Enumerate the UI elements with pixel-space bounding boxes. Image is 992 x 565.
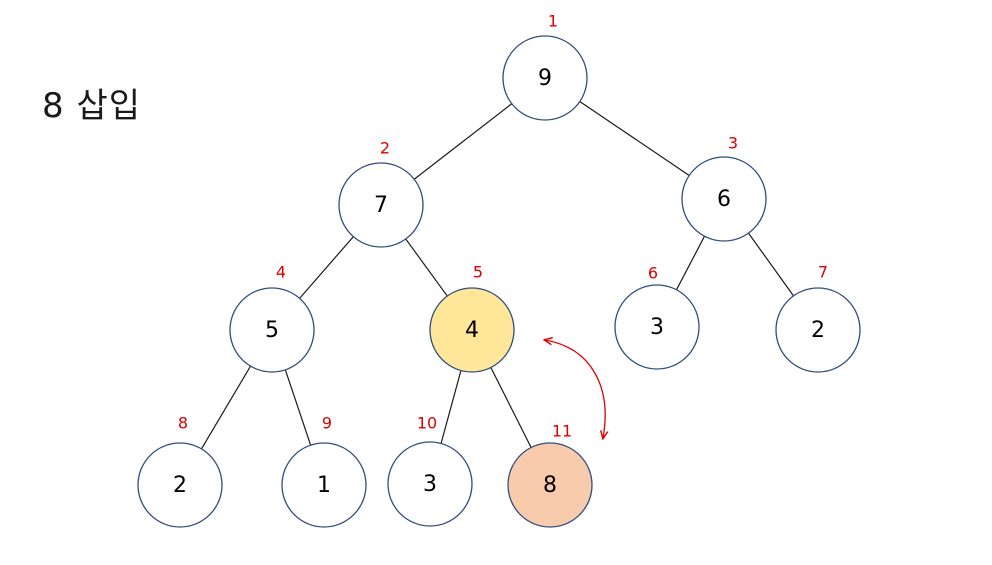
edges-layer [200,101,795,450]
node-value: 3 [423,472,437,497]
node-index-label: 6 [648,264,658,283]
tree-edge-3-6 [675,235,706,291]
tree-node-5: 4 [429,287,515,373]
node-circle [387,441,473,527]
tree-node-8: 2 [137,442,223,528]
tree-edge-1-2 [413,103,513,180]
node-index-label: 3 [728,134,738,153]
node-index-label: 4 [276,263,286,282]
node-circle [502,35,588,121]
node-circle [775,287,861,373]
node-value: 2 [173,473,187,498]
node-index-label: 2 [380,139,390,158]
node-circle [681,156,767,242]
node-circle [137,442,223,528]
node-index-label: 7 [818,263,828,282]
tree-edge-2-5 [405,238,448,297]
node-circle [614,284,700,370]
node-circle [429,287,515,373]
node-index-label: 8 [178,414,188,433]
tree-edge-4-9 [284,369,312,446]
node-value: 2 [811,318,825,343]
node-value: 1 [317,473,331,498]
nodes-layer: 9 7 6 5 4 3 2 2 1 3 8 [137,35,861,528]
node-index-label: 11 [552,422,572,441]
page-title: 8 삽입 [42,86,141,126]
tree-node-4: 5 [229,287,315,373]
swap-arrow [545,340,605,438]
node-circle [281,442,367,528]
tree-edge-2-4 [299,236,354,299]
node-index-label: 5 [473,263,483,282]
node-value: 5 [265,318,279,343]
tree-edge-4-8 [200,365,252,450]
tree-edge-5-11 [490,367,532,448]
node-value: 9 [538,66,552,91]
tree-node-3: 6 [681,156,767,242]
node-value: 8 [543,473,557,498]
node-index-label: 1 [548,12,558,31]
node-circle [229,287,315,373]
node-index-label: 10 [417,414,437,433]
node-value: 4 [465,318,479,343]
tree-node-10: 3 [387,441,473,527]
node-value: 6 [717,187,731,212]
tree-edge-3-7 [747,232,795,297]
tree-node-2: 7 [338,162,424,248]
tree-node-7: 2 [775,287,861,373]
node-circle [507,442,593,528]
tree-edge-1-3 [579,101,690,176]
tree-node-9: 1 [281,442,367,528]
node-circle [338,162,424,248]
node-value: 7 [374,193,388,218]
tree-node-11: 8 [507,442,593,528]
node-value: 3 [650,315,664,340]
tree-node-1: 9 [502,35,588,121]
tree-edge-5-10 [440,370,462,444]
tree-node-6: 3 [614,284,700,370]
node-index-label: 9 [322,414,332,433]
